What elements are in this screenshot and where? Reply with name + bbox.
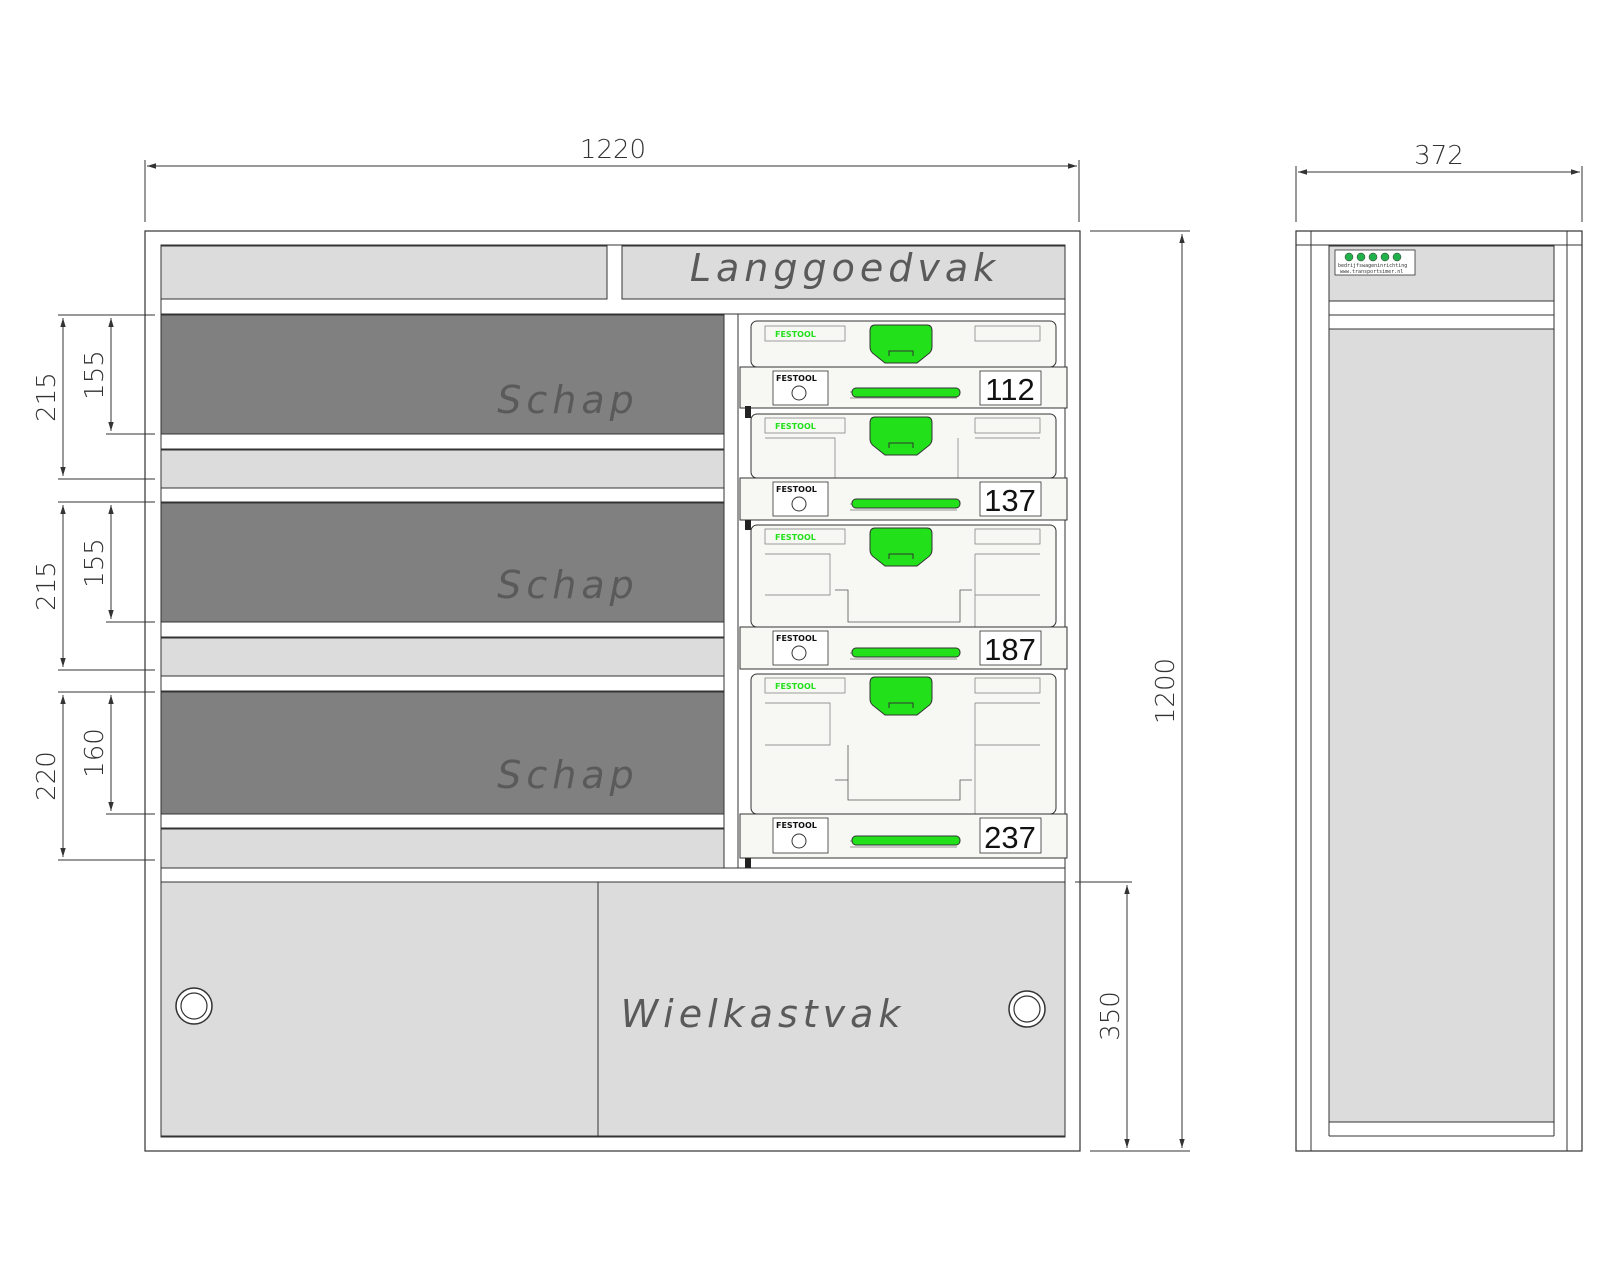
- shelf-2-lip: [160, 637, 725, 677]
- wheel-bay-left-panel: [160, 881, 599, 1137]
- shelf-3-inner-dim: 160: [80, 728, 110, 778]
- dimension-width: 1220: [144, 135, 1080, 222]
- systainer-187-brand: FESTOOL: [776, 634, 817, 643]
- systainer-112: FESTOOL FESTOOL 112: [739, 320, 1068, 418]
- systainer-237-handle: [869, 676, 933, 716]
- shelf-1-lip: [160, 449, 725, 489]
- systainer-187-lid-brand: FESTOOL: [775, 533, 816, 542]
- systainer-137-front-handle: [851, 498, 961, 509]
- systainer-112-number: 112: [985, 372, 1034, 407]
- shelf-1-label: Schap: [497, 378, 639, 422]
- systainer-112-brand: FESTOOL: [776, 374, 817, 383]
- side-view: bedrijfswageninrichting www.transportsim…: [1295, 230, 1583, 1152]
- total-height-dim: 1200: [1151, 658, 1181, 724]
- logo-line-2: www.transportsimer.nl: [1340, 269, 1403, 275]
- door-knob-right: [1008, 990, 1046, 1028]
- shelf-2-label: Schap: [497, 563, 639, 607]
- side-main-panel: [1328, 328, 1555, 1123]
- systainer-137-number: 137: [984, 483, 1036, 518]
- shelf-1-outer-dim: 215: [32, 372, 62, 422]
- top-compartment-label: Langgoedvak: [690, 246, 1000, 290]
- shelf-3-back: [160, 691, 725, 815]
- shelf-2-inner-dim: 155: [80, 538, 110, 588]
- shelf-2-back: [160, 502, 725, 623]
- systainer-137-handle: [869, 416, 933, 456]
- systainer-187-number: 187: [984, 632, 1036, 667]
- shelf-3-label: Schap: [497, 753, 639, 797]
- door-knob-left: [175, 987, 213, 1025]
- systainer-112-lid-brand: FESTOOL: [775, 330, 816, 339]
- dimension-depth-label: 372: [1414, 141, 1464, 171]
- systainer-187-front-handle: [851, 647, 961, 658]
- shelf-2-outer-dim: 215: [32, 561, 62, 611]
- shelf-1-back: [160, 314, 725, 435]
- wheel-bay-height-dim: 350: [1096, 991, 1126, 1041]
- systainer-237-front-handle: [851, 835, 961, 846]
- dimension-depth: 372: [1295, 141, 1583, 222]
- wheel-bay-right-panel: [597, 881, 1066, 1137]
- wheel-bay-label: Wielkastvak: [621, 992, 906, 1036]
- top-compartment-right-panel: [621, 245, 1066, 300]
- systainer-137-lid-brand: FESTOOL: [775, 422, 816, 431]
- systainer-187: FESTOOL FESTOOL 187: [739, 524, 1068, 670]
- systainer-187-handle: [869, 527, 933, 567]
- shelf-3-lip: [160, 828, 725, 869]
- shelf-dimensions: 215 155 215 155 220 160: [32, 314, 155, 861]
- systainer-137-brand: FESTOOL: [776, 485, 817, 494]
- systainer-112-front-handle: [851, 387, 961, 398]
- systainer-112-handle: [869, 324, 933, 364]
- dimension-width-label: 1220: [580, 135, 646, 165]
- systainer-237: FESTOOL FESTOOL 237: [739, 673, 1068, 868]
- shelf-1-inner-dim: 155: [80, 350, 110, 400]
- systainer-237-lid-brand: FESTOOL: [775, 682, 816, 691]
- systainer-137: FESTOOL FESTOOL 137: [739, 413, 1068, 530]
- systainer-237-number: 237: [984, 820, 1036, 855]
- top-compartment-left-panel: [160, 245, 608, 300]
- logo-line-1: bedrijfswageninrichting: [1338, 263, 1407, 269]
- shelf-3-outer-dim: 220: [32, 751, 62, 801]
- systainer-237-brand: FESTOOL: [776, 821, 817, 830]
- company-logo: bedrijfswageninrichting www.transportsim…: [1334, 249, 1416, 276]
- height-dimensions: 1200 350: [1075, 230, 1190, 1152]
